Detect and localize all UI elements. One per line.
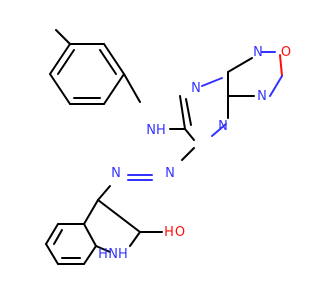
- indole-system: [57, 199, 163, 253]
- atom-n-furazan-top: N: [253, 45, 263, 60]
- atom-h-hydroxyl: H: [164, 225, 174, 240]
- tolyl-ring: [49, 43, 125, 105]
- atom-n-azo-right: N: [165, 166, 175, 181]
- pyrazine-ring: [179, 71, 229, 141]
- benzo-ring: [45, 223, 97, 265]
- atom-o-hydroxyl: O: [175, 225, 185, 240]
- atom-n-pyrazine-bottom: N: [218, 119, 228, 134]
- bond-azo-indole: [97, 185, 111, 201]
- atom-nh-amine: NH: [146, 123, 166, 138]
- bond-aryl-amine: [123, 73, 141, 103]
- atom-h-indole: H: [98, 247, 108, 262]
- furazan-ring: [227, 51, 283, 97]
- atom-o-furazan: O: [281, 45, 291, 60]
- bond-pyrazine-azo: [181, 147, 195, 161]
- atom-n-azo-left: N: [111, 166, 121, 181]
- molecule-structure: N N O N N NH N N NH H O H: [45, 29, 292, 265]
- atom-n-furazan-bottom: N: [257, 89, 267, 104]
- atom-nh-indole: NH: [108, 247, 128, 262]
- atom-n-pyrazine-top: N: [191, 81, 201, 96]
- bond-methyl: [55, 29, 71, 45]
